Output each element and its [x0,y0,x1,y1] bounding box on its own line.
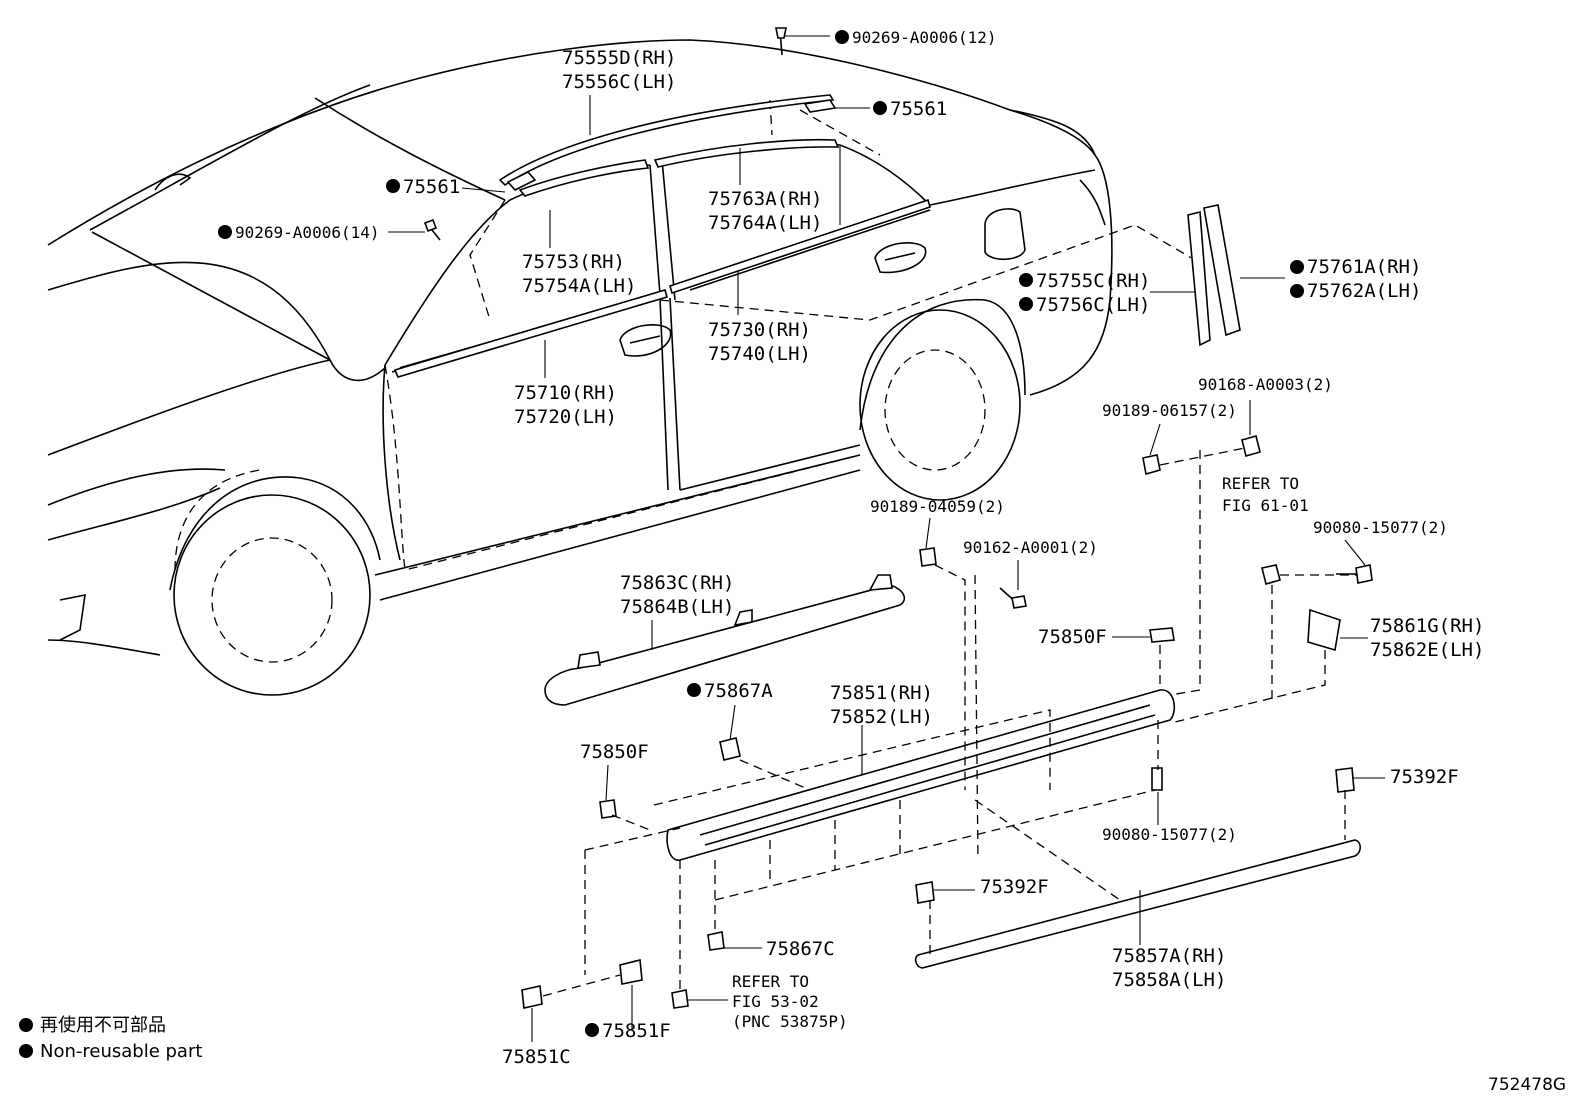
callout-75761a: 75761A(RH) [1307,256,1421,278]
fasteners-right [919,435,1373,793]
callout-75864b: 75864B(LH) [620,596,734,618]
diagram-code: 752478G [1488,1075,1566,1095]
callout-75392f-left: 75392F [980,876,1049,898]
callout-75561-left: 75561 [403,176,460,198]
callout-90189-04059: 90189-04059(2) [870,497,1005,516]
callout-75756c: 75756C(LH) [1036,294,1150,316]
callout-75850f-top: 75850F [1038,626,1107,648]
callout-75556c: 75556C(LH) [562,71,676,93]
callout-75730: 75730(RH) [708,319,811,341]
callout-75561-top: 75561 [890,98,947,120]
callout-90269-a0006-12: 90269-A0006(12) [852,28,997,47]
callout-refer-fig-53-02-line1: REFER TO [732,972,809,991]
callout-refer-fig-53-02-line3: (PNC 53875P) [732,1012,848,1031]
callout-90168-a0003: 90168-A0003(2) [1198,375,1333,394]
lower-rocker-moulding [914,839,1362,969]
callout-75851f: 75851F [602,1020,671,1042]
callout-75555d: 75555D(RH) [562,47,676,69]
callout-75710: 75710(RH) [514,382,617,404]
callout-75863c: 75863C(RH) [620,572,734,594]
non-reusable-marker [386,179,400,193]
non-reusable-marker [1290,260,1304,274]
legend: 再使用不可部品 Non-reusable part [19,1015,202,1062]
roof-moulding [498,94,835,187]
callout-75764a: 75764A(LH) [708,212,822,234]
callout-refer-fig-53-02-line2: FIG 53-02 [732,992,819,1011]
non-reusable-marker [687,683,701,697]
callout-75867c: 75867C [766,938,835,960]
callout-75857a: 75857A(RH) [1112,945,1226,967]
legend-line-jp: 再使用不可部品 [40,1015,166,1036]
callout-75762a: 75762A(LH) [1307,280,1421,302]
callout-75862e: 75862E(LH) [1370,639,1484,661]
rear-pillar-garnish [1187,204,1241,347]
legend-marker-en [19,1044,33,1058]
non-reusable-marker [835,30,849,44]
callout-90080-15077-top: 90080-15077(2) [1313,518,1448,537]
door-frame-mouldings [393,138,931,378]
callout-75754a: 75754A(LH) [522,275,636,297]
callout-75867a: 75867A [704,680,773,702]
fasteners-lower-left [521,737,741,1009]
legend-line-en: Non-reusable part [40,1041,202,1062]
car-body-outline [47,39,1196,696]
callout-75861g: 75861G(RH) [1370,615,1484,637]
callout-90080-15077-bottom: 90080-15077(2) [1102,825,1237,844]
non-reusable-marker [585,1023,599,1037]
upper-rocker-moulding [544,574,906,706]
assembly-lines [542,447,1358,997]
rocker-panel-moulding [666,689,1176,861]
callout-75763a: 75763A(RH) [708,188,822,210]
leader-lines [388,35,1385,1042]
callout-75858a: 75858A(LH) [1112,969,1226,991]
callout-75753: 75753(RH) [522,251,625,273]
callout-refer-fig-61-01-line1: REFER TO [1222,474,1299,493]
callout-75720: 75720(LH) [514,406,617,428]
callout-75850f-left: 75850F [580,741,649,763]
non-reusable-marker [218,225,232,239]
non-reusable-marker [1019,297,1033,311]
callout-75740: 75740(LH) [708,343,811,365]
non-reusable-marker [1290,284,1304,298]
callout-refer-fig-61-01-line2: FIG 61-01 [1222,496,1309,515]
non-reusable-marker [873,101,887,115]
callout-75755c: 75755C(RH) [1036,270,1150,292]
callout-75392f-right: 75392F [1390,766,1459,788]
callout-75852: 75852(LH) [830,706,933,728]
callout-90189-06157: 90189-06157(2) [1102,401,1237,420]
legend-marker-jp [19,1018,33,1032]
non-reusable-marker [1019,273,1033,287]
roof-clips [423,27,837,241]
callout-75851c: 75851C [502,1046,571,1068]
callout-labels: 90269-A0006(12) 75555D(RH) 75556C(LH) 75… [218,28,1484,1068]
callout-90269-a0006-14: 90269-A0006(14) [235,223,380,242]
callout-90162-a0001: 90162-A0001(2) [963,538,1098,557]
callout-75851: 75851(RH) [830,682,933,704]
